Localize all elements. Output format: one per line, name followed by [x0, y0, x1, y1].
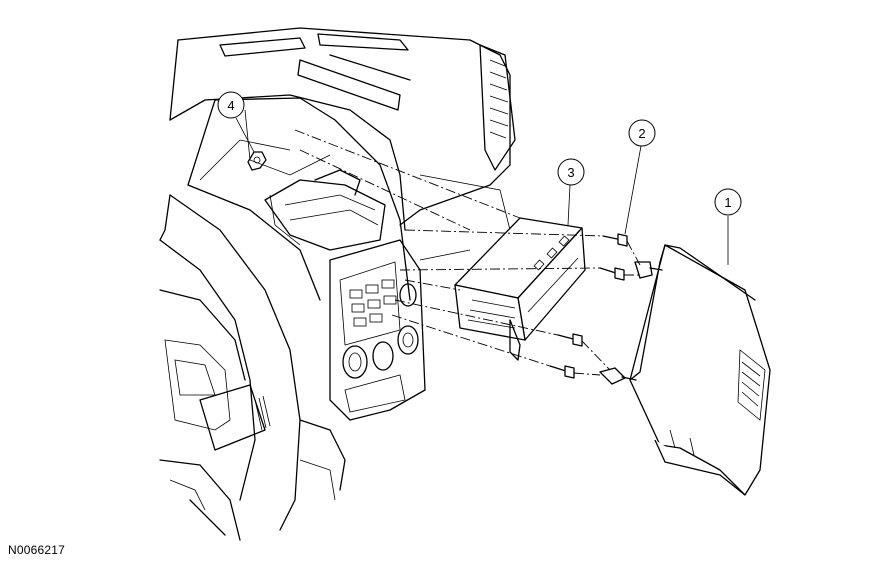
callout-1: 1	[714, 188, 742, 265]
item-1-trim-panel	[599, 244, 771, 496]
item-3-radio-unit	[454, 217, 586, 361]
callout-4-label: 4	[227, 98, 234, 113]
callout-2: 2	[624, 119, 656, 235]
figure-id: N0066217	[8, 543, 65, 557]
callout-3: 3	[557, 158, 585, 226]
callout-3-label: 3	[567, 165, 574, 180]
alignment-lines	[294, 129, 641, 376]
item-4-clip	[247, 151, 267, 171]
callout-4: 4	[217, 91, 255, 153]
item-2-bolts	[549, 233, 628, 379]
callout-2-label: 2	[638, 126, 645, 141]
instrument-panel	[159, 27, 516, 541]
callout-1-label: 1	[724, 195, 731, 210]
